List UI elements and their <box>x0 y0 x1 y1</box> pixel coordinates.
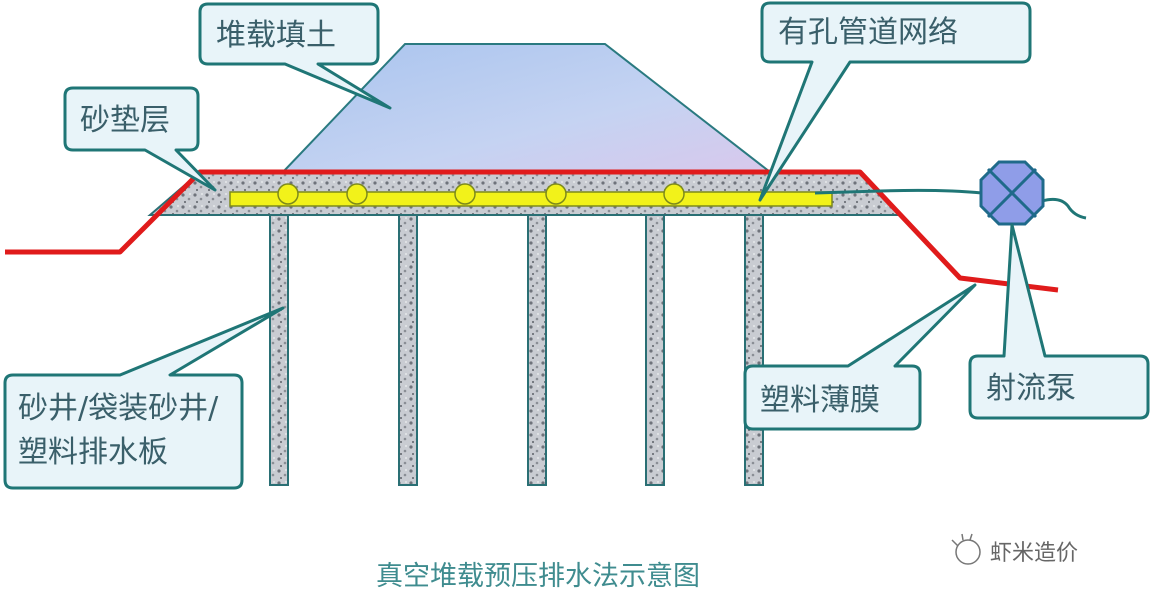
label-sand-cushion: 砂垫层 <box>80 103 170 138</box>
drain-well <box>645 214 665 486</box>
pipe-node <box>346 183 368 205</box>
discharge-line <box>1041 197 1087 220</box>
label-fill-soil: 堆载填土 <box>216 18 336 53</box>
drain-well <box>398 214 418 486</box>
callout-perforated-pipe: 有孔管道网络 <box>758 1 1032 202</box>
drain-well <box>744 214 764 486</box>
watermark-text: 虾米造价 <box>990 541 1078 566</box>
label-jet-pump: 射流泵 <box>986 371 1076 406</box>
plastic-membrane-line <box>5 169 1059 293</box>
label-drains-line1: 砂井/袋装砂井/ <box>18 391 219 426</box>
vertical-drains <box>269 214 764 486</box>
pipe-node <box>545 183 567 205</box>
drain-well <box>527 214 547 486</box>
perforated-pipe <box>229 191 833 207</box>
jet-pump-icon <box>979 160 1045 226</box>
callout-fill-soil: 堆载填土 <box>198 2 392 110</box>
suction-line <box>814 188 983 195</box>
callout-jet-pump: 射流泵 <box>968 223 1150 420</box>
callout-drains: 砂井/袋装砂井/ 塑料排水板 <box>3 306 285 490</box>
drain-well <box>269 214 289 486</box>
pipe-node <box>454 183 476 205</box>
label-perforated-pipe-network: 有孔管道网络 <box>778 15 958 50</box>
label-drains-line2: 塑料排水板 <box>18 435 168 470</box>
label-plastic-membrane: 塑料薄膜 <box>760 383 880 418</box>
watermark: 虾米造价 <box>951 533 1078 566</box>
shrimp-logo-icon <box>951 533 981 565</box>
callout-plastic-membrane: 塑料薄膜 <box>743 283 977 431</box>
callout-sand-cushion: 砂垫层 <box>63 86 217 192</box>
pipe-node <box>663 183 685 205</box>
pipe-nodes <box>277 183 685 205</box>
diagram-caption: 真空堆载预压排水法示意图 <box>376 561 700 592</box>
pipe-node <box>277 183 299 205</box>
